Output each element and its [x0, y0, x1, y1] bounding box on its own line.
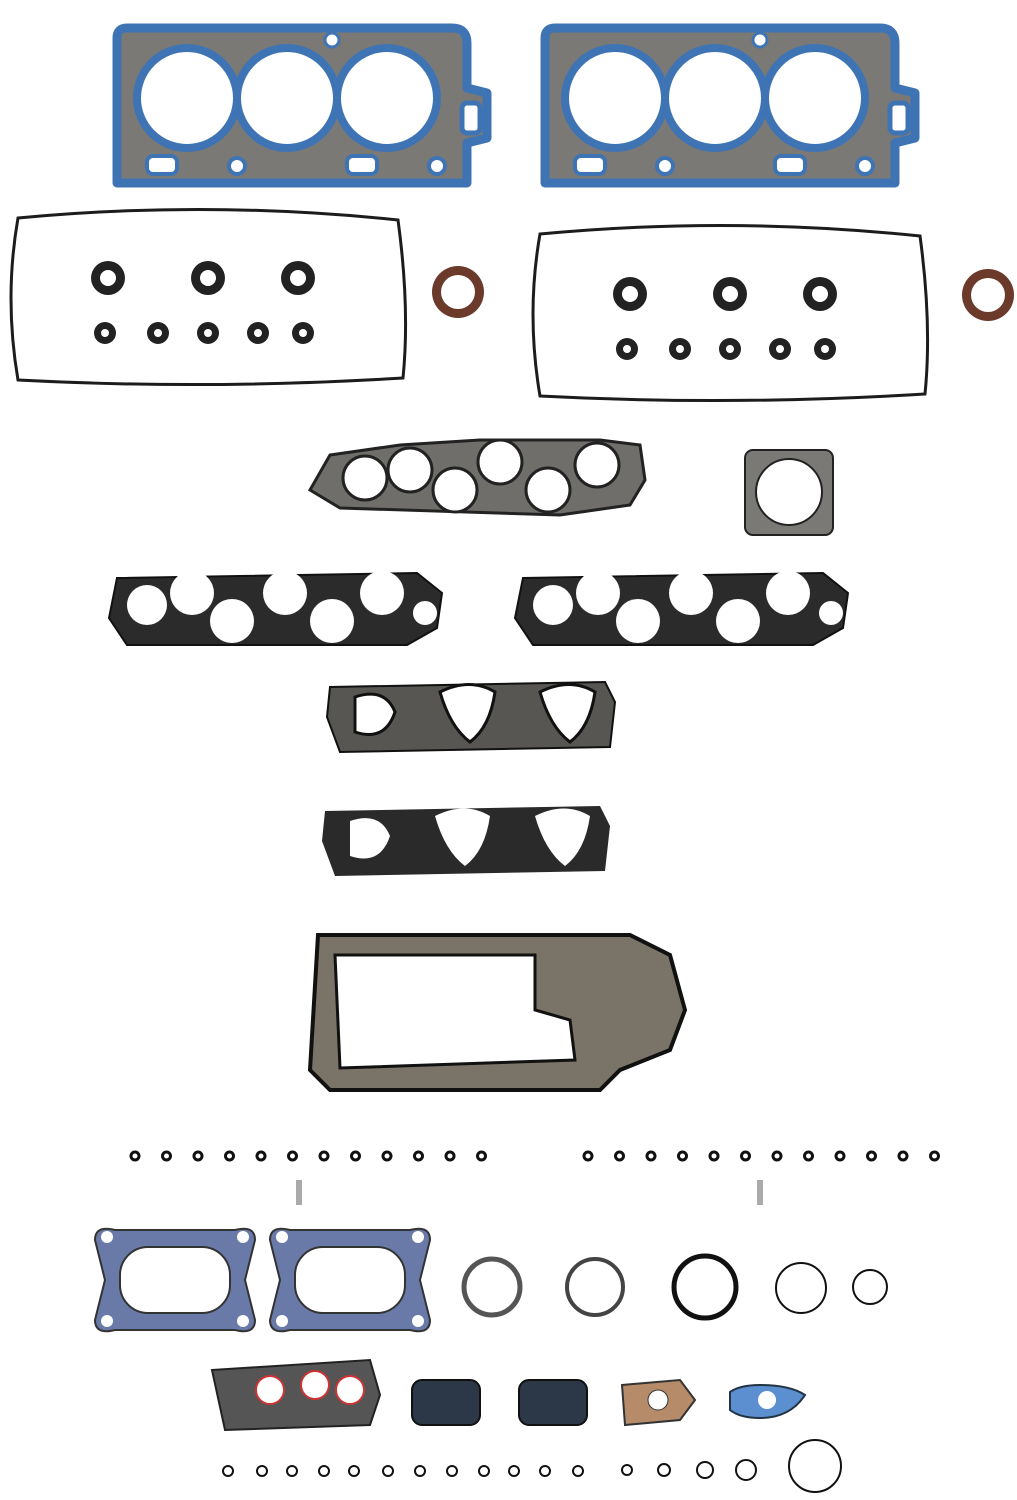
seal-ring-3	[671, 1253, 739, 1321]
small-o-ring	[508, 1465, 520, 1477]
valve-cover-gasket-left	[9, 207, 408, 387]
seal-ring-2	[565, 1257, 625, 1317]
seal-ring-1	[461, 1256, 523, 1318]
intake-manifold-gasket-right	[514, 570, 849, 646]
exhaust-gasket-1	[94, 1227, 256, 1333]
small-o-ring	[657, 1463, 671, 1477]
valve-stem-seal	[381, 1150, 393, 1162]
small-o-ring	[348, 1465, 360, 1477]
intake-cover-gasket	[307, 933, 688, 1092]
valve-stem-seal	[129, 1150, 141, 1162]
small-o-ring	[382, 1465, 394, 1477]
small-o-ring	[256, 1465, 268, 1477]
valve-stem-seal	[255, 1150, 267, 1162]
lower-intake-gasket	[322, 806, 610, 876]
intake-plenum-gasket	[307, 438, 647, 517]
valve-stem-seal	[476, 1150, 487, 1162]
intake-spacer-gasket	[325, 680, 617, 754]
cylinder-head-gasket-right	[545, 28, 915, 183]
valve-stem-seal	[866, 1150, 877, 1162]
small-o-ring	[735, 1459, 757, 1481]
valve-stem-seal	[677, 1150, 688, 1162]
small-o-ring	[286, 1465, 298, 1477]
small-o-ring	[696, 1461, 714, 1479]
cylinder-head-gasket-left	[117, 28, 487, 183]
cover-plate-gasket-1	[411, 1379, 481, 1426]
paper-gasket	[620, 1378, 697, 1427]
valve-stem-seal	[803, 1150, 814, 1162]
small-o-ring	[572, 1465, 584, 1477]
exhaust-gasket-2	[269, 1227, 431, 1333]
small-o-ring	[222, 1465, 234, 1477]
camshaft-seal-left	[432, 266, 484, 318]
camshaft-seal-right	[962, 269, 1014, 321]
dowel-pin-right	[757, 1180, 763, 1205]
intake-manifold-gasket-left	[108, 570, 443, 646]
valve-stem-seal	[318, 1150, 330, 1162]
small-o-ring	[621, 1464, 633, 1476]
o-ring-large	[775, 1262, 827, 1314]
small-o-ring	[318, 1465, 330, 1477]
dowel-pin-left	[296, 1180, 302, 1205]
oil-pump-gasket	[210, 1358, 382, 1432]
small-o-ring	[478, 1465, 490, 1477]
cover-plate-gasket-2	[518, 1379, 588, 1426]
small-o-ring	[446, 1465, 458, 1477]
small-o-ring	[414, 1465, 426, 1477]
valve-stem-seal	[444, 1150, 456, 1162]
valve-stem-seal	[350, 1150, 361, 1162]
valve-stem-seal	[740, 1150, 751, 1162]
valve-stem-seal	[161, 1150, 172, 1162]
valve-stem-seal	[614, 1150, 625, 1162]
valve-stem-seal	[834, 1150, 846, 1162]
valve-stem-seal	[287, 1150, 298, 1162]
valve-stem-seal	[645, 1150, 657, 1162]
throttle-body-gasket	[744, 449, 834, 536]
valve-stem-seal	[708, 1150, 720, 1162]
valve-stem-seal	[929, 1150, 940, 1162]
valve-cover-gasket-right	[531, 223, 930, 403]
valve-stem-seal	[771, 1150, 783, 1162]
valve-stem-seal	[192, 1150, 204, 1162]
o-ring-medium	[852, 1269, 888, 1305]
water-outlet-gasket	[729, 1383, 807, 1420]
valve-stem-seal	[413, 1150, 424, 1162]
valve-stem-seal	[897, 1150, 909, 1162]
valve-stem-seal	[582, 1150, 594, 1162]
small-o-ring	[539, 1465, 551, 1477]
valve-stem-seal	[224, 1150, 235, 1162]
o-ring-xl	[788, 1439, 842, 1493]
